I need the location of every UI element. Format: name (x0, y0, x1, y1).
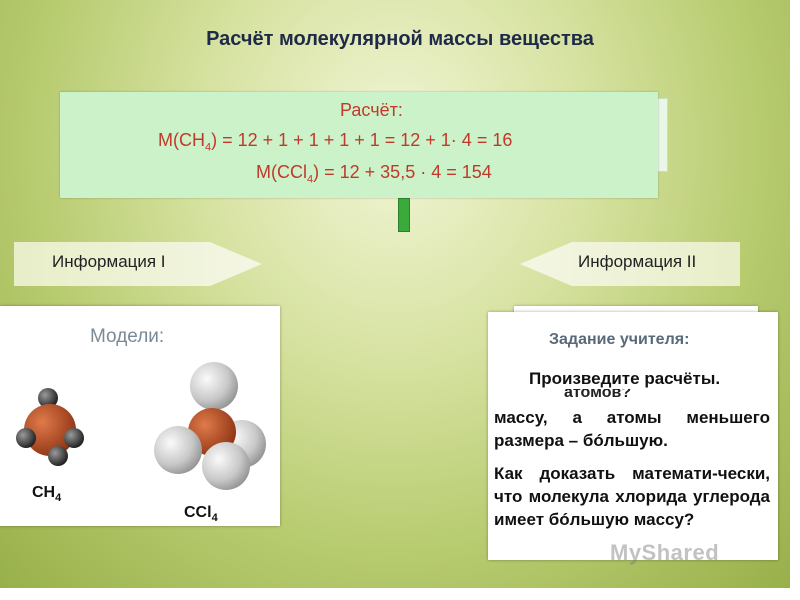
info-left-arrow-shape (14, 242, 262, 286)
ch4-hydrogen-atom-bottom (48, 446, 68, 466)
ccl4-chlorine-atom-left (154, 426, 202, 474)
info-right-arrow-shape (520, 242, 740, 286)
watermark-logo: MyShared (610, 540, 720, 565)
calc-line-ch4: M(CH4) = 12 + 1 + 1 + 1 + 1 = 12 + 1· 4 … (158, 130, 512, 154)
calc-label: Расчёт: (340, 100, 403, 120)
connector-bar (398, 198, 410, 232)
ch4-formula-pre: CH (32, 484, 56, 501)
ccl4-molecule-model (154, 362, 266, 490)
calc-box (60, 92, 658, 198)
calc-line-ccl4-sub: 4 (307, 173, 314, 186)
ccl4-formula-pre: CCl (184, 504, 212, 521)
calc-line-ccl4-post: ) = 12 + 35,5 · 4 = 154 (313, 162, 492, 182)
ccl4-formula-label: CCl4 (184, 504, 218, 524)
ccl4-formula-sub: 4 (211, 512, 218, 525)
info-left-label: Информация I (52, 252, 166, 271)
ch4-formula-sub: 4 (55, 492, 62, 505)
task-paragraph-1: массу, а атомы меньшего размера – бóльшу… (494, 408, 770, 450)
calc-line-ccl4: M(CCl4) = 12 + 35,5 · 4 = 154 (256, 162, 492, 186)
calc-line-ch4-pre: M(CH (158, 130, 205, 150)
task-heading: Задание учителя: (549, 331, 690, 348)
page-title: Расчёт молекулярной массы вещества (206, 28, 594, 50)
ch4-molecule-model (16, 388, 84, 466)
calc-line-ccl4-pre: M(CCl (256, 162, 307, 182)
info-right-label: Информация II (578, 252, 697, 271)
info-left-arrow[interactable] (14, 242, 262, 286)
task-panel (488, 312, 778, 560)
task-body: массу, а атомы меньшего размера – бóльшу… (494, 406, 770, 541)
ch4-hydrogen-atom-right (64, 428, 84, 448)
models-label: Модели: (90, 326, 165, 347)
ch4-formula-label: CH4 (32, 484, 61, 504)
ch4-hydrogen-atom-top (38, 388, 58, 408)
task-instruction: Произведите расчёты. (527, 369, 723, 389)
calc-line-ch4-post: ) = 12 + 1 + 1 + 1 + 1 = 12 + 1· 4 = 16 (211, 130, 513, 150)
ch4-carbon-atom (24, 404, 76, 456)
info-right-arrow[interactable] (520, 242, 740, 286)
task-paragraph-2: Как доказать математи-чески, что молекул… (494, 464, 770, 529)
calc-line-ch4-sub: 4 (205, 141, 212, 154)
ccl4-chlorine-atom-bottom (202, 442, 250, 490)
ccl4-chlorine-atom-top (190, 362, 238, 410)
ch4-hydrogen-atom-left (16, 428, 36, 448)
